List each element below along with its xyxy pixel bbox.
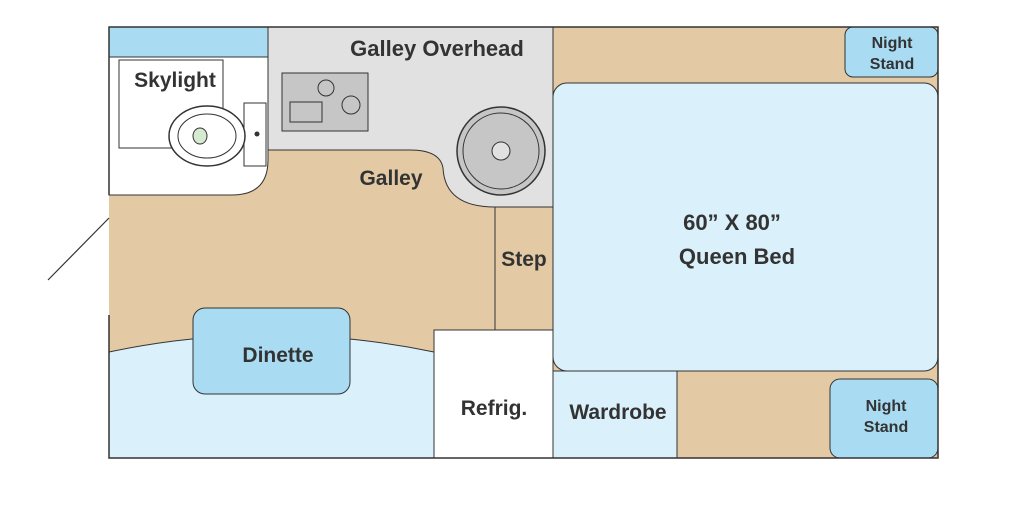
dinette-label: Dinette xyxy=(242,344,313,367)
wardrobe-label: Wardrobe xyxy=(569,401,666,424)
entry-door xyxy=(47,217,110,281)
night-stand-top-label-1: Night xyxy=(872,35,914,52)
refrig-label: Refrig. xyxy=(461,397,528,420)
skylight-label: Skylight xyxy=(134,69,216,92)
galley-label: Galley xyxy=(359,167,422,190)
night-stand-bottom-label-1: Night xyxy=(866,398,908,415)
refrigerator xyxy=(433,329,554,459)
shower-area xyxy=(118,59,224,149)
night-stand-bottom-label-2: Stand xyxy=(864,419,908,436)
dinette-table xyxy=(192,307,351,395)
bed-name-label: Queen Bed xyxy=(679,244,795,269)
night-stand-top-label-2: Stand xyxy=(870,56,914,73)
exterior-wall xyxy=(108,26,939,459)
step-label: Step xyxy=(501,248,547,271)
sink-icon xyxy=(456,106,546,196)
bed-size-label: 60” X 80” xyxy=(683,210,781,235)
galley-overhead-label: Galley Overhead xyxy=(350,36,524,61)
stove-icon xyxy=(281,72,369,132)
wardrobe xyxy=(552,370,678,459)
skylight-panel xyxy=(108,26,269,58)
toilet-icon xyxy=(168,102,267,167)
